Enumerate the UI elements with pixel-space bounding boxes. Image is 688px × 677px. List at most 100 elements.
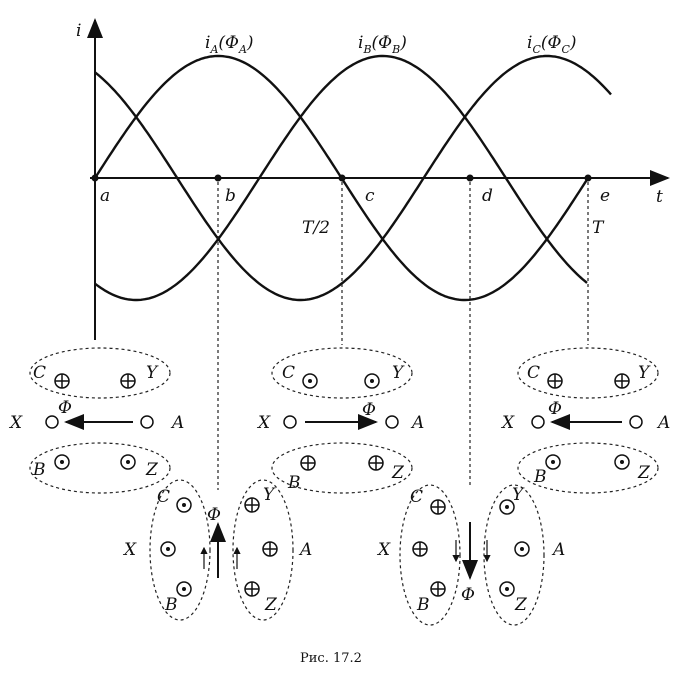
cross-symbol	[300, 455, 316, 471]
phase-label-b: B	[533, 467, 547, 487]
cross-symbol	[120, 373, 136, 389]
dot-symbol	[545, 454, 561, 470]
point-a-label: a	[100, 186, 110, 206]
curve-c	[94, 54, 612, 302]
phase-label-c: C	[527, 363, 540, 383]
empty-conductor-symbol	[531, 415, 545, 429]
cross-symbol	[368, 455, 384, 471]
field-diagram-c: C Y X A B Z Φ	[256, 347, 424, 494]
dot-symbol	[176, 581, 192, 597]
empty-conductor-symbol	[629, 415, 643, 429]
phase-label-y: Y	[638, 363, 651, 383]
dot-symbol	[364, 373, 380, 389]
projection-lines	[217, 182, 589, 490]
flux-label: Φ	[461, 585, 475, 605]
cross-symbol	[547, 373, 563, 389]
period-label: T	[592, 218, 605, 238]
phase-label-z: Z	[637, 463, 651, 483]
point-d-label: d	[482, 186, 493, 206]
phase-label-b: B	[164, 595, 178, 615]
coil-loop-top	[271, 347, 413, 399]
dot-symbol	[160, 541, 176, 557]
time-instants: a b c d e T/2 T	[91, 174, 610, 238]
dot-symbol	[614, 454, 630, 470]
phase-label-y: Y	[392, 363, 405, 383]
phase-label-c: C	[282, 363, 295, 383]
flux-label: Φ	[548, 399, 562, 419]
empty-conductor-symbol	[45, 415, 59, 429]
curve-b	[94, 54, 588, 302]
phase-label-z: Z	[391, 463, 405, 483]
point-d-dot	[466, 174, 474, 182]
coil-loop-top	[517, 347, 659, 399]
phase-label-y: Y	[512, 485, 525, 505]
coil-loop-bottom	[517, 442, 659, 494]
point-c-label: c	[365, 186, 375, 206]
dot-symbol	[176, 497, 192, 513]
phase-label-c: C	[33, 363, 46, 383]
cross-symbol	[614, 373, 630, 389]
point-e-dot	[584, 174, 592, 182]
phase-label-z: Z	[145, 460, 159, 480]
current-axis-label: i	[76, 21, 81, 41]
figure-caption: Рис. 17.2	[300, 651, 362, 666]
coil-loop-bottom	[271, 442, 413, 494]
flux-label: Φ	[58, 398, 72, 418]
coil-loop-top	[29, 347, 171, 399]
phase-label-a: A	[656, 413, 670, 433]
point-b-dot	[214, 174, 222, 182]
phase-label-c: C	[157, 487, 170, 507]
dot-symbol	[499, 581, 515, 597]
point-b-label: b	[225, 186, 236, 206]
empty-conductor-symbol	[140, 415, 154, 429]
coil-loop-right	[232, 479, 294, 621]
cross-symbol	[244, 581, 260, 597]
cross-symbol	[412, 541, 428, 557]
phase-label-c: C	[410, 487, 423, 507]
field-diagram-a: C Y X A B Z Φ	[8, 347, 184, 494]
field-diagram-d: C Y X A B Z Φ	[376, 484, 565, 626]
phase-label-a: A	[551, 540, 565, 560]
phase-label-a: A	[410, 413, 424, 433]
cross-symbol	[54, 373, 70, 389]
phase-label-y: Y	[146, 363, 159, 383]
cross-symbol	[262, 541, 278, 557]
phase-label-x: X	[376, 540, 391, 560]
flux-label: Φ	[207, 505, 221, 525]
empty-conductor-symbol	[283, 415, 297, 429]
cross-symbol	[244, 497, 260, 513]
phase-label-x: X	[122, 540, 137, 560]
field-diagram-b: C Y X A B Z Φ	[122, 479, 312, 621]
point-e-label: e	[600, 186, 610, 206]
curve-labels: iA(ΦA) iB(ΦB) iC(ΦC)	[205, 33, 577, 56]
cross-symbol	[430, 581, 446, 597]
phase-label-z: Z	[514, 595, 528, 615]
curve-label-a: iA(ΦA)	[205, 33, 254, 56]
phase-label-x: X	[256, 413, 271, 433]
phase-label-z: Z	[264, 595, 278, 615]
point-a-dot	[91, 174, 99, 182]
phase-label-a: A	[170, 413, 184, 433]
dot-symbol	[499, 499, 515, 515]
coil-loop-left	[399, 484, 461, 626]
coil-loop-bottom	[29, 442, 171, 494]
flux-label: Φ	[362, 400, 376, 420]
phase-label-b: B	[32, 460, 46, 480]
phase-label-x: X	[8, 413, 23, 433]
dot-symbol	[514, 541, 530, 557]
phase-label-b: B	[287, 473, 301, 493]
phase-label-x: X	[500, 413, 515, 433]
dot-symbol	[302, 373, 318, 389]
field-diagram-e: C Y X A B Z Φ	[500, 347, 670, 494]
time-axis-label: t	[656, 187, 663, 207]
cross-symbol	[430, 499, 446, 515]
dot-symbol	[54, 454, 70, 470]
phase-label-y: Y	[263, 485, 276, 505]
dot-symbol	[120, 454, 136, 470]
phase-label-b: B	[416, 595, 430, 615]
empty-conductor-symbol	[385, 415, 399, 429]
curve-label-b: iB(ΦB)	[358, 33, 407, 56]
curve-label-c: iC(ΦC)	[527, 33, 577, 56]
phase-label-a: A	[298, 540, 312, 560]
half-period-label: T/2	[302, 218, 330, 238]
